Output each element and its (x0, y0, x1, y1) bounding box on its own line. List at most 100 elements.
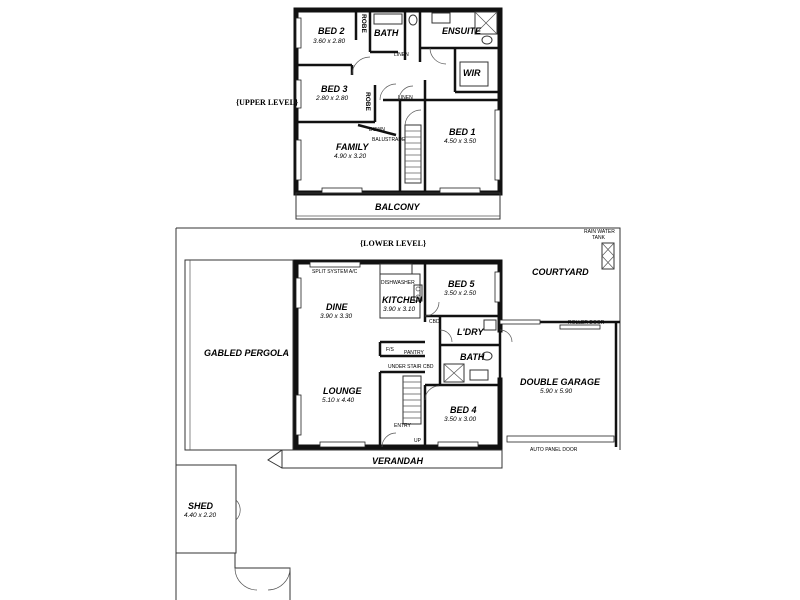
lounge-dim: 5.10 x 4.40 (322, 397, 355, 404)
bed4-dim: 3.50 x 3.00 (444, 416, 477, 423)
courtyard-label: COURTYARD (532, 267, 589, 277)
bed1-label: BED 1 (449, 127, 476, 137)
verandah (281, 449, 503, 469)
sink (379, 263, 413, 275)
bed3-label: BED 3 (321, 84, 348, 94)
door-swing (351, 56, 371, 76)
rainwater-tank-label-2: TANK (592, 235, 606, 241)
door-swing (439, 329, 453, 343)
auto-panel-door-label: AUTO PANEL DOOR (530, 447, 578, 453)
window (319, 441, 366, 448)
toilet (481, 35, 493, 45)
gate-swing (267, 567, 291, 591)
vanity (431, 12, 451, 24)
door-swing (499, 329, 513, 343)
site-boundary (176, 227, 621, 450)
rainwater-tank-label: RAIN WATER (584, 229, 615, 235)
double-garage-dim: 5.90 x 5.90 (540, 388, 573, 395)
window (321, 187, 363, 194)
window (295, 139, 302, 181)
window (499, 319, 541, 325)
entry-label: ENTRY (394, 423, 412, 429)
bed2-label: BED 2 (318, 26, 345, 36)
door-swing (424, 301, 440, 317)
family-label: FAMILY (336, 142, 369, 152)
door-swing (398, 85, 414, 101)
family-dim: 4.90 x 3.20 (334, 153, 367, 160)
under-stair-label: UNDER STAIR CBD (388, 364, 434, 370)
window (437, 441, 479, 448)
upper-level-heading: {UPPER LEVEL} (236, 98, 298, 107)
upper-stairs (404, 109, 422, 184)
lower-stairs (402, 375, 422, 425)
lower-level: RAIN WATER TANK {LOWER LEVEL} (175, 227, 621, 600)
bath-label: BATH (374, 28, 399, 38)
shed-label: SHED (188, 501, 214, 511)
window (295, 17, 302, 49)
laundry-tub (483, 319, 497, 331)
ldry-label: L'DRY (457, 327, 484, 337)
window (494, 271, 501, 303)
shower (474, 11, 498, 35)
dishwasher-label: DISHWASHER (381, 280, 415, 286)
dine-dim: 3.90 x 3.30 (320, 313, 353, 320)
window (494, 109, 501, 181)
gabled-pergola (184, 259, 294, 451)
lower-bath-label: BATH (460, 352, 485, 362)
cooktop (413, 284, 423, 302)
bed4-label: BED 4 (450, 405, 477, 415)
lounge-label: LOUNGE (323, 386, 362, 396)
linen-label: LINEN (394, 52, 409, 58)
down-label: DOWN (369, 127, 385, 133)
robe-label: ROBE (360, 14, 367, 33)
window (439, 187, 481, 194)
robe-label-2: ROBE (364, 92, 371, 111)
door-swing (424, 385, 440, 401)
rainwater-tank (601, 242, 615, 270)
toilet (408, 14, 418, 26)
bed1-dim: 4.50 x 3.50 (444, 138, 477, 145)
site-boundary (176, 552, 291, 600)
shower (443, 363, 465, 383)
fs-label: F/S (386, 347, 394, 353)
window (295, 79, 302, 109)
ensuite-label: ENSUITE (442, 26, 482, 36)
dine-label: DINE (326, 302, 348, 312)
bathtub (373, 13, 403, 25)
door-swing (429, 47, 447, 65)
toilet (481, 351, 493, 361)
door-swing (235, 499, 241, 521)
bed3-dim: 2.80 x 2.80 (315, 95, 349, 102)
pantry-label: PANTRY (404, 350, 424, 356)
roller-door-label: ROLLER DOOR (568, 320, 605, 326)
upper-level: BED 2 3.60 x 2.80 ROBE BATH LINEN ENSUIT… (236, 7, 503, 220)
bed5-label: BED 5 (448, 279, 476, 289)
balustrade-line (357, 123, 397, 137)
linen-label-2: LINEN (398, 95, 413, 101)
gate-swing (234, 567, 258, 591)
house-wall (293, 259, 503, 333)
balustrade-label: BALUSTRADE (372, 137, 406, 143)
window (309, 261, 361, 268)
window (295, 277, 302, 309)
kitchen-label: KITCHEN (382, 295, 422, 305)
double-garage-label: DOUBLE GARAGE (520, 377, 601, 387)
verandah-step (267, 449, 283, 469)
split-system-label: SPLIT SYSTEM A/C (312, 269, 358, 275)
lower-level-heading: {LOWER LEVEL} (360, 239, 426, 248)
door-swing (381, 432, 397, 448)
balcony (295, 192, 501, 220)
kitchen-dim: 3.90 x 3.10 (383, 306, 416, 313)
wir-shelf (459, 61, 489, 87)
door-swing (379, 83, 397, 101)
up-label: UP (414, 438, 422, 444)
shed-dim: 4.40 x 2.20 (184, 512, 217, 519)
gabled-pergola-label: GABLED PERGOLA (204, 348, 289, 358)
verandah-label: VERANDAH (372, 456, 424, 466)
window (295, 394, 302, 436)
vanity (469, 369, 489, 381)
roller-door (559, 324, 601, 330)
balcony-label: BALCONY (375, 202, 420, 212)
cbd-label: CBD (429, 319, 440, 325)
